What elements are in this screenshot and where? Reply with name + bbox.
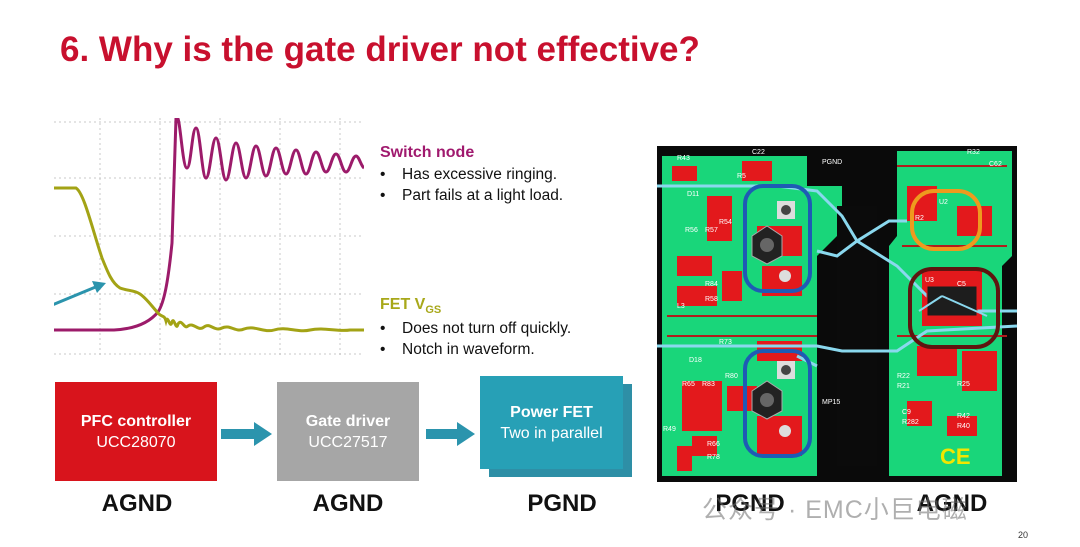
block-title: PFC controller [80, 412, 192, 430]
pcb-label: R80 [725, 373, 738, 380]
pcb-label: R32 [967, 149, 980, 156]
pcb-label: R49 [663, 426, 676, 433]
pcb-label: L3 [677, 303, 685, 310]
switch-node-notes: Switch node Has excessive ringing. Part … [380, 144, 563, 206]
pcb-label: R22 [897, 373, 910, 380]
arrow-icon [221, 422, 272, 446]
pcb-label: R78 [707, 454, 720, 461]
pcb-label: R54 [719, 219, 732, 226]
page-title: 6. Why is the gate driver not effective? [60, 30, 700, 69]
list-item: Notch in waveform. [380, 339, 571, 360]
fet-vgs-trace [54, 186, 364, 333]
fet-vgs-heading: FET VGS [380, 296, 571, 316]
pcb-label: R2 [915, 215, 924, 222]
pcb-label: PGND [822, 159, 842, 166]
switch-node-heading: Switch node [380, 144, 475, 161]
pcb-label: R66 [707, 441, 720, 448]
block-part: UCC28070 [96, 433, 176, 451]
pcb-label: C62 [989, 161, 1002, 168]
list-item: Part fails at a light load. [380, 185, 563, 206]
pcb-label: R25 [957, 381, 970, 388]
pcb-label: R40 [957, 423, 970, 430]
pfc-controller-block: PFC controller UCC28070 [55, 382, 217, 481]
ground-label: AGND [916, 490, 988, 517]
fet-vgs-notes: FET VGS Does not turn off quickly. Notch… [380, 296, 571, 360]
arrow-icon [54, 281, 106, 306]
pcb-label: R42 [957, 413, 970, 420]
ground-label: AGND [101, 490, 173, 517]
pcb-label: R84 [705, 281, 718, 288]
pcb-label: R282 [902, 419, 919, 426]
list-item: Does not turn off quickly. [380, 318, 571, 339]
switch-node-trace [54, 118, 364, 332]
pcb-label: U2 [939, 199, 948, 206]
pcb-label: C9 [902, 409, 911, 416]
pcb-label: U3 [925, 277, 934, 284]
power-fet-block: Power FET Two in parallel [480, 376, 623, 469]
ce-mark-icon: CE [940, 444, 971, 469]
pcb-label: R65 [682, 381, 695, 388]
pcb-label: D18 [689, 357, 702, 364]
watermark: 公众号 · EMC小巨电磁 [702, 496, 968, 524]
pcb-label: C22 [752, 149, 765, 156]
block-part: UCC27517 [308, 433, 388, 451]
ground-label: PGND [715, 490, 785, 517]
pcb-label: R43 [677, 155, 690, 162]
pcb-label: R57 [705, 227, 718, 234]
pcb-label: MP15 [822, 399, 840, 406]
gate-driver-block: Gate driver UCC27517 [277, 382, 419, 481]
ground-label: AGND [312, 490, 384, 517]
pcb-layout-image: CE R43 C22 PGND R32 C62 D11 R5 R54 R57 R… [657, 146, 1017, 482]
block-title: Power FET [510, 403, 593, 421]
block-part: Two in parallel [500, 424, 603, 442]
pcb-label: R73 [719, 339, 732, 346]
pcb-label: R5 [737, 173, 746, 180]
pcb-label: R21 [897, 383, 910, 390]
fet-vgs-heading-sub: GS [425, 304, 442, 316]
pcb-label: R58 [705, 296, 718, 303]
pcb-label: R56 [685, 227, 698, 234]
fet-vgs-heading-text: FET V [380, 296, 426, 313]
block-title: Gate driver [305, 412, 391, 430]
pcb-label: C5 [957, 281, 966, 288]
list-item: Has excessive ringing. [380, 164, 563, 185]
pcb-label: R83 [702, 381, 715, 388]
ground-label: PGND [527, 490, 597, 517]
pcb-label: D11 [687, 191, 699, 198]
oscilloscope-waveform [54, 118, 364, 358]
page-number: 20 [1018, 530, 1029, 540]
arrow-icon [426, 422, 475, 446]
